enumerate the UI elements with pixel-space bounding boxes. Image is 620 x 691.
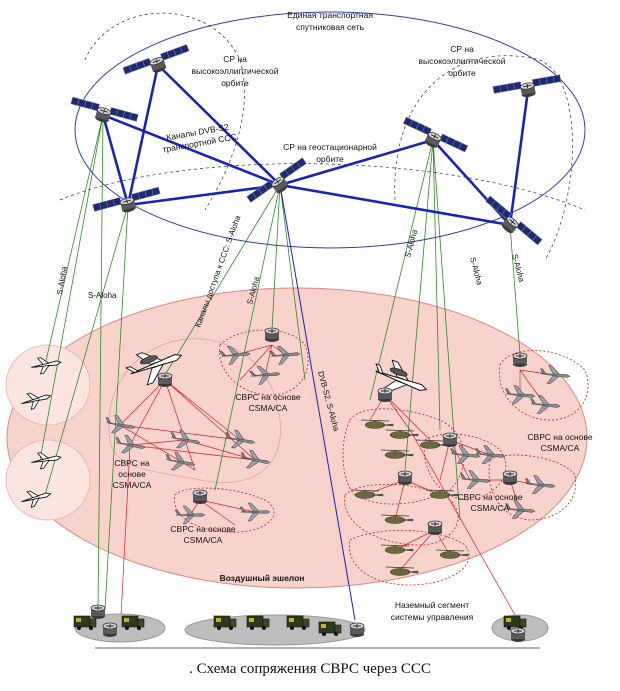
geo-label: СР на геостационарной bbox=[283, 142, 377, 152]
heo-right-label: высокоэллиптической bbox=[419, 56, 506, 66]
saloha-label: S-Aloha bbox=[403, 228, 419, 258]
satellite-icon bbox=[122, 44, 190, 75]
sat-network-label: спутниковая сеть bbox=[296, 22, 365, 32]
local-links bbox=[119, 344, 556, 636]
heo-left-label: орбите bbox=[221, 78, 249, 88]
sat-network-label: Единая транспортная bbox=[287, 10, 373, 20]
air-echelon-label: Воздушный эшелон bbox=[220, 573, 305, 583]
svrs-mid-label: CSMA/CA bbox=[471, 503, 510, 513]
satellite-icon bbox=[485, 195, 543, 246]
heo-left-label: СР на bbox=[223, 54, 247, 64]
saloha-label: S-Aloha bbox=[468, 256, 484, 286]
svrs-left-label: СВРС на bbox=[114, 458, 150, 468]
svrs-left-label: CSMA/CA bbox=[113, 480, 152, 490]
svrs-bottom-label: СВРС на основе bbox=[170, 524, 235, 534]
figure-caption: . Схема сопряжения СВРС через ССС bbox=[189, 661, 431, 677]
svrs-right-label: СВРС на основе bbox=[527, 432, 592, 442]
heo-right-label: СР на bbox=[450, 44, 474, 54]
ground-segment-label: Наземный сегмент bbox=[395, 600, 469, 610]
saloha-label: S-Aloha bbox=[510, 253, 526, 283]
geo-orbit-dashed bbox=[59, 163, 586, 211]
svrs-mid-label: СВРС на основе bbox=[457, 492, 522, 502]
svrs-top-label: CSMA/CA bbox=[249, 403, 288, 413]
heo-left-label: высокоэллиптической bbox=[192, 66, 279, 76]
svrs-left-label: основе bbox=[118, 469, 146, 479]
heo-orbit-right bbox=[394, 55, 573, 261]
svrs-right-label: CSMA/CA bbox=[541, 443, 580, 453]
heo-right-label: орбите bbox=[448, 68, 476, 78]
svrs-top-label: СВРС на основе bbox=[235, 392, 300, 402]
air-echelon-zone bbox=[6, 287, 588, 589]
geo-label: орбите bbox=[316, 154, 344, 164]
transport-links bbox=[101, 64, 530, 227]
ground-segment-label: системы управления bbox=[391, 612, 474, 622]
saloha-label: S-Aloha bbox=[55, 265, 69, 295]
saloha-label: S-Aloha bbox=[88, 291, 117, 300]
satellite-orbit bbox=[74, 11, 586, 249]
access-links bbox=[39, 114, 521, 611]
heo-orbit-left bbox=[84, 12, 245, 211]
svrs-bottom-label: CSMA/CA bbox=[184, 535, 223, 545]
dvb-direct-link bbox=[279, 184, 356, 621]
